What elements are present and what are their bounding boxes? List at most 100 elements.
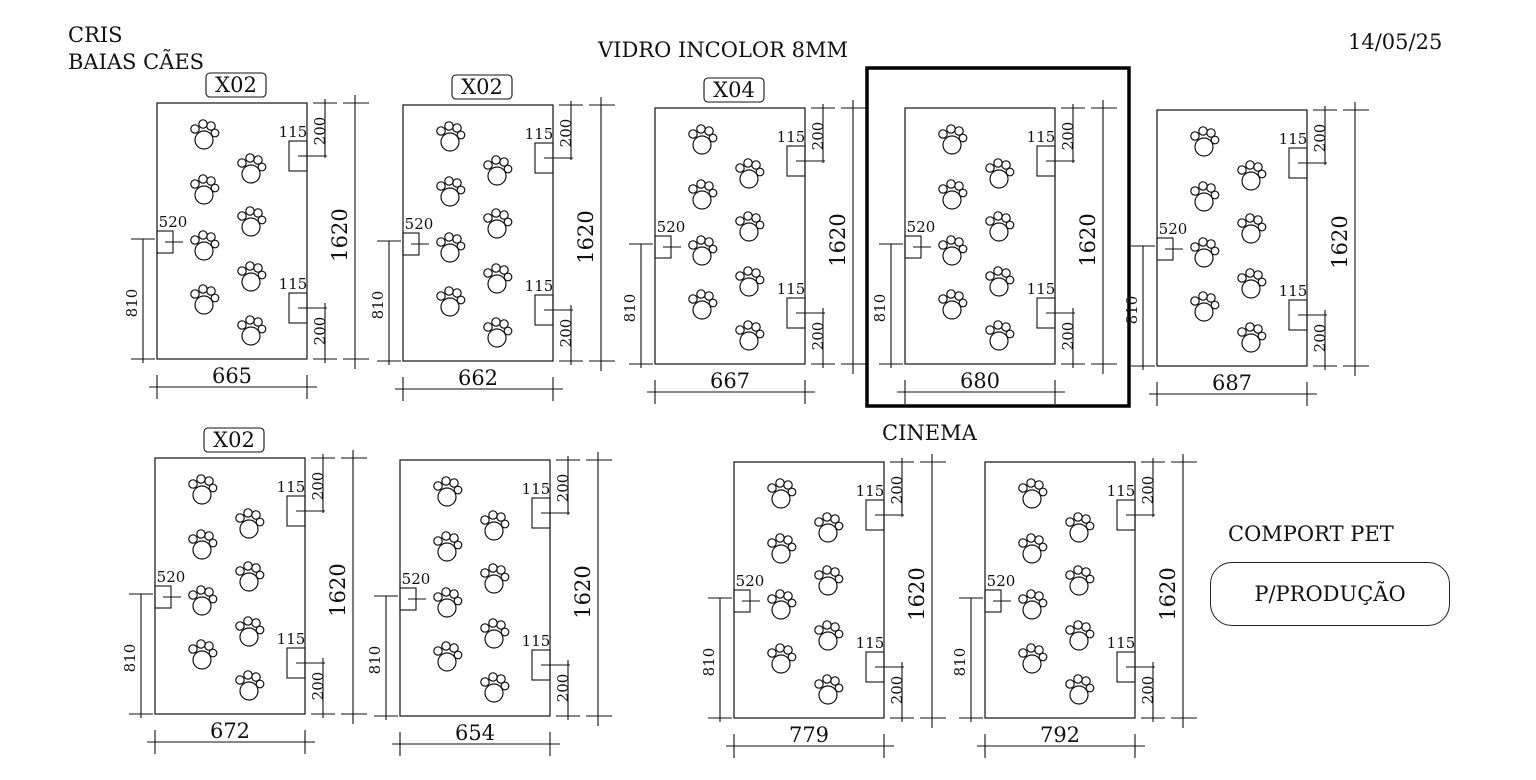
hinge-width-label: 115 <box>277 478 306 496</box>
hinge-offset-label: 200 <box>311 117 329 146</box>
paw-print-icon <box>436 176 466 207</box>
hinge-offset-label: 200 <box>1139 476 1157 505</box>
paw-print-icon <box>938 289 968 320</box>
paw-print-icon <box>235 616 265 647</box>
panel-width-label: 665 <box>212 364 252 388</box>
lock-width-label: 520 <box>657 218 686 236</box>
paw-print-icon <box>1018 533 1048 564</box>
hinge-width-label: 115 <box>856 482 885 500</box>
paw-print-icon <box>188 639 218 670</box>
lock-width-label: 520 <box>159 213 188 231</box>
quantity-badge <box>451 74 513 100</box>
paw-print-icon <box>483 263 513 294</box>
paw-print-icon <box>767 478 797 509</box>
lock-width-label: 520 <box>157 568 186 586</box>
paw-print-icon <box>985 320 1015 351</box>
paw-print-icon <box>938 179 968 210</box>
paw-print-icon <box>985 266 1015 297</box>
paw-print-icon <box>237 315 267 346</box>
handle-offset-label: 810 <box>951 648 969 677</box>
production-stamp: P/PRODUÇÃO <box>1210 562 1450 626</box>
handle-offset-label: 810 <box>621 294 639 323</box>
panel-height-label: 1620 <box>1328 215 1352 268</box>
paw-print-icon <box>188 529 218 560</box>
hinge-offset-label: 200 <box>557 319 575 348</box>
panel-width-label: 654 <box>455 721 495 745</box>
panel-height-label: 1620 <box>1156 567 1180 620</box>
handle-offset-label: 810 <box>1123 296 1141 325</box>
paw-print-icon <box>190 284 220 315</box>
paw-print-icon <box>688 179 718 210</box>
paw-print-icon <box>688 235 718 266</box>
paw-print-icon <box>433 587 463 618</box>
paw-print-icon <box>188 585 218 616</box>
selection-highlight <box>865 66 1131 408</box>
paw-print-icon <box>1190 237 1220 268</box>
paw-print-icon <box>814 620 844 651</box>
hinge-width-label: 115 <box>1027 280 1056 298</box>
paw-print-icon <box>235 561 265 592</box>
handle-offset-label: 810 <box>871 294 889 323</box>
hinge-offset-label: 200 <box>309 672 327 701</box>
hinge-width-label: 115 <box>1107 634 1136 652</box>
hinge-width-label: 115 <box>1279 130 1308 148</box>
paw-print-icon <box>237 206 267 237</box>
hinge-offset-label: 200 <box>554 474 572 503</box>
panel-width-label: 680 <box>960 369 1000 393</box>
hinge-width-label: 115 <box>279 123 308 141</box>
panel-outline <box>984 461 1136 719</box>
hinge-offset-label: 200 <box>557 119 575 148</box>
paw-print-icon <box>985 158 1015 189</box>
paw-print-icon <box>1018 478 1048 509</box>
panel-outline <box>399 459 551 717</box>
paw-print-icon <box>433 641 463 672</box>
paw-print-icon <box>483 208 513 239</box>
paw-print-icon <box>985 211 1015 242</box>
panel-height-label: 1620 <box>1076 213 1100 266</box>
paw-print-icon <box>814 512 844 543</box>
quantity-badge <box>205 72 267 98</box>
hinge-offset-label: 200 <box>554 674 572 703</box>
paw-print-icon <box>688 289 718 320</box>
hinge-width-label: 115 <box>1107 482 1136 500</box>
quantity-label: X02 <box>461 75 503 99</box>
client-name: CRIS <box>68 23 123 47</box>
paw-print-icon <box>190 230 220 261</box>
hinge-width-label: 115 <box>777 128 806 146</box>
paw-print-icon <box>1190 291 1220 322</box>
paw-print-icon <box>767 533 797 564</box>
handle-offset-label: 810 <box>369 291 387 320</box>
hinge-offset-label: 200 <box>888 476 906 505</box>
project-name: BAIAS CÃES <box>68 50 205 74</box>
paw-print-icon <box>1065 512 1095 543</box>
hinge-width-label: 115 <box>525 125 554 143</box>
panel-outline <box>1156 109 1308 367</box>
panel-width-label: 662 <box>458 366 498 390</box>
paw-print-icon <box>938 235 968 266</box>
paw-print-icon <box>1237 213 1267 244</box>
hinge-width-label: 115 <box>777 280 806 298</box>
panel-outline <box>156 102 308 360</box>
paw-print-icon <box>436 232 466 263</box>
cinema-label: CINEMA <box>882 421 977 445</box>
panel-height-label: 1620 <box>905 567 929 620</box>
quantity-badge <box>703 77 765 103</box>
lock-width-label: 520 <box>402 570 431 588</box>
drawing-date: 14/05/25 <box>1348 30 1443 54</box>
panel-height-label: 1620 <box>328 208 352 261</box>
paw-print-icon <box>480 510 510 541</box>
hinge-offset-label: 200 <box>309 472 327 501</box>
paw-print-icon <box>237 153 267 184</box>
paw-print-icon <box>1065 620 1095 651</box>
hinge-width-label: 115 <box>1279 282 1308 300</box>
paw-print-icon <box>735 266 765 297</box>
paw-print-icon <box>735 211 765 242</box>
paw-print-icon <box>735 158 765 189</box>
